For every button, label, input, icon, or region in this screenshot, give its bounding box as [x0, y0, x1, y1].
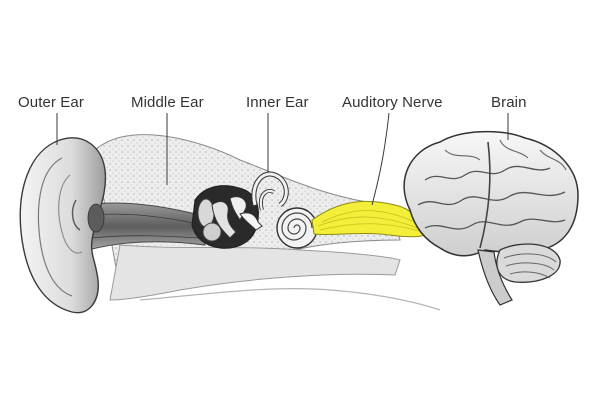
- brain-stem: [477, 249, 513, 306]
- auditory-nerve: [311, 200, 433, 238]
- middle-ear-cavity: [191, 185, 263, 249]
- leader-lines: [56, 112, 509, 206]
- brain: [403, 130, 579, 306]
- label-outer-ear: Outer Ear: [18, 94, 84, 111]
- leader-line-auditory-nerve: [371, 112, 390, 206]
- inner-ear: [251, 171, 318, 249]
- label-brain: Brain: [491, 94, 527, 111]
- label-middle-ear: Middle Ear: [131, 94, 204, 111]
- label-inner-ear: Inner Ear: [246, 94, 309, 111]
- ear-canal: [84, 202, 206, 251]
- cochlea: [276, 207, 318, 249]
- stapes: [239, 212, 263, 231]
- pinna: [19, 137, 107, 314]
- label-auditory-nerve: Auditory Nerve: [342, 94, 443, 111]
- malleus: [211, 201, 237, 239]
